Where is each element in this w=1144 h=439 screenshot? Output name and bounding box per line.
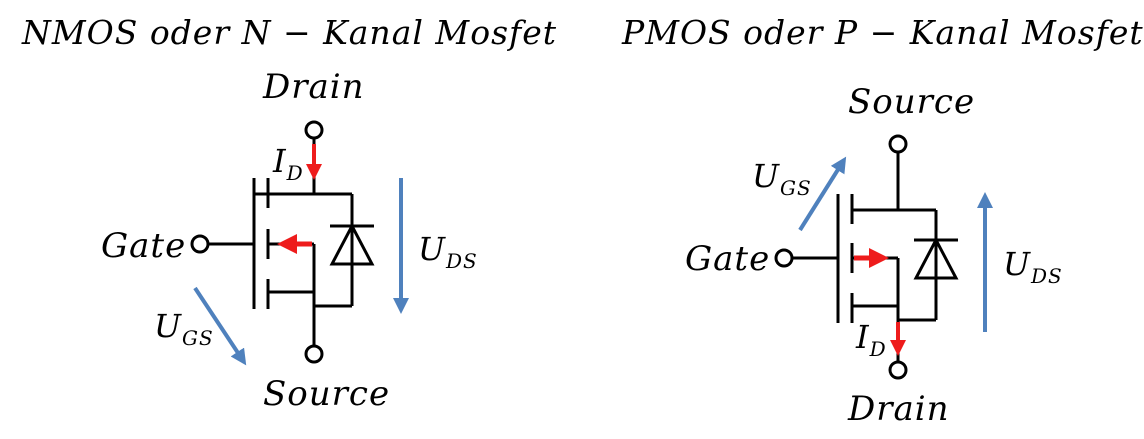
- nmos-source-terminal: [304, 344, 324, 364]
- pmos-source-terminal: [888, 134, 908, 154]
- pmos-ugs-arrow: [798, 156, 847, 232]
- pmos-gate-terminal: [774, 248, 794, 268]
- pmos-panel: PMOS oder P − Kanal Mosfet Source Gate D…: [621, 13, 1144, 429]
- nmos-diode-triangle: [329, 222, 375, 266]
- nmos-id-label: ID: [272, 142, 304, 185]
- nmos-source-label: Source: [263, 374, 390, 414]
- nmos-uds-label: UDS: [418, 230, 478, 273]
- nmos-gate-terminal: [190, 234, 210, 254]
- nmos-ugs-arrow: [193, 286, 247, 366]
- pmos-source-label: Source: [848, 82, 975, 122]
- pmos-ugs-label: UGS: [752, 157, 812, 200]
- pmos-drain-label: Drain: [847, 389, 950, 429]
- pmos-id-label: ID: [855, 318, 887, 361]
- nmos-symbol: [190, 120, 375, 364]
- nmos-ugs-label: UGS: [154, 307, 214, 350]
- pmos-uds-label: UDS: [1003, 245, 1063, 288]
- nmos-gate-label: Gate: [101, 226, 186, 266]
- nmos-title: NMOS oder N − Kanal Mosfet: [21, 13, 557, 52]
- pmos-symbol: [774, 134, 959, 380]
- pmos-diode-triangle: [913, 236, 959, 280]
- pmos-title: PMOS oder P − Kanal Mosfet: [621, 13, 1144, 52]
- nmos-drain-terminal: [304, 120, 324, 140]
- pmos-gate-label: Gate: [685, 239, 770, 279]
- pmos-drain-terminal: [888, 360, 908, 380]
- nmos-drain-label: Drain: [262, 67, 365, 107]
- nmos-panel: NMOS oder N − Kanal Mosfet Drain Gate So…: [21, 13, 557, 414]
